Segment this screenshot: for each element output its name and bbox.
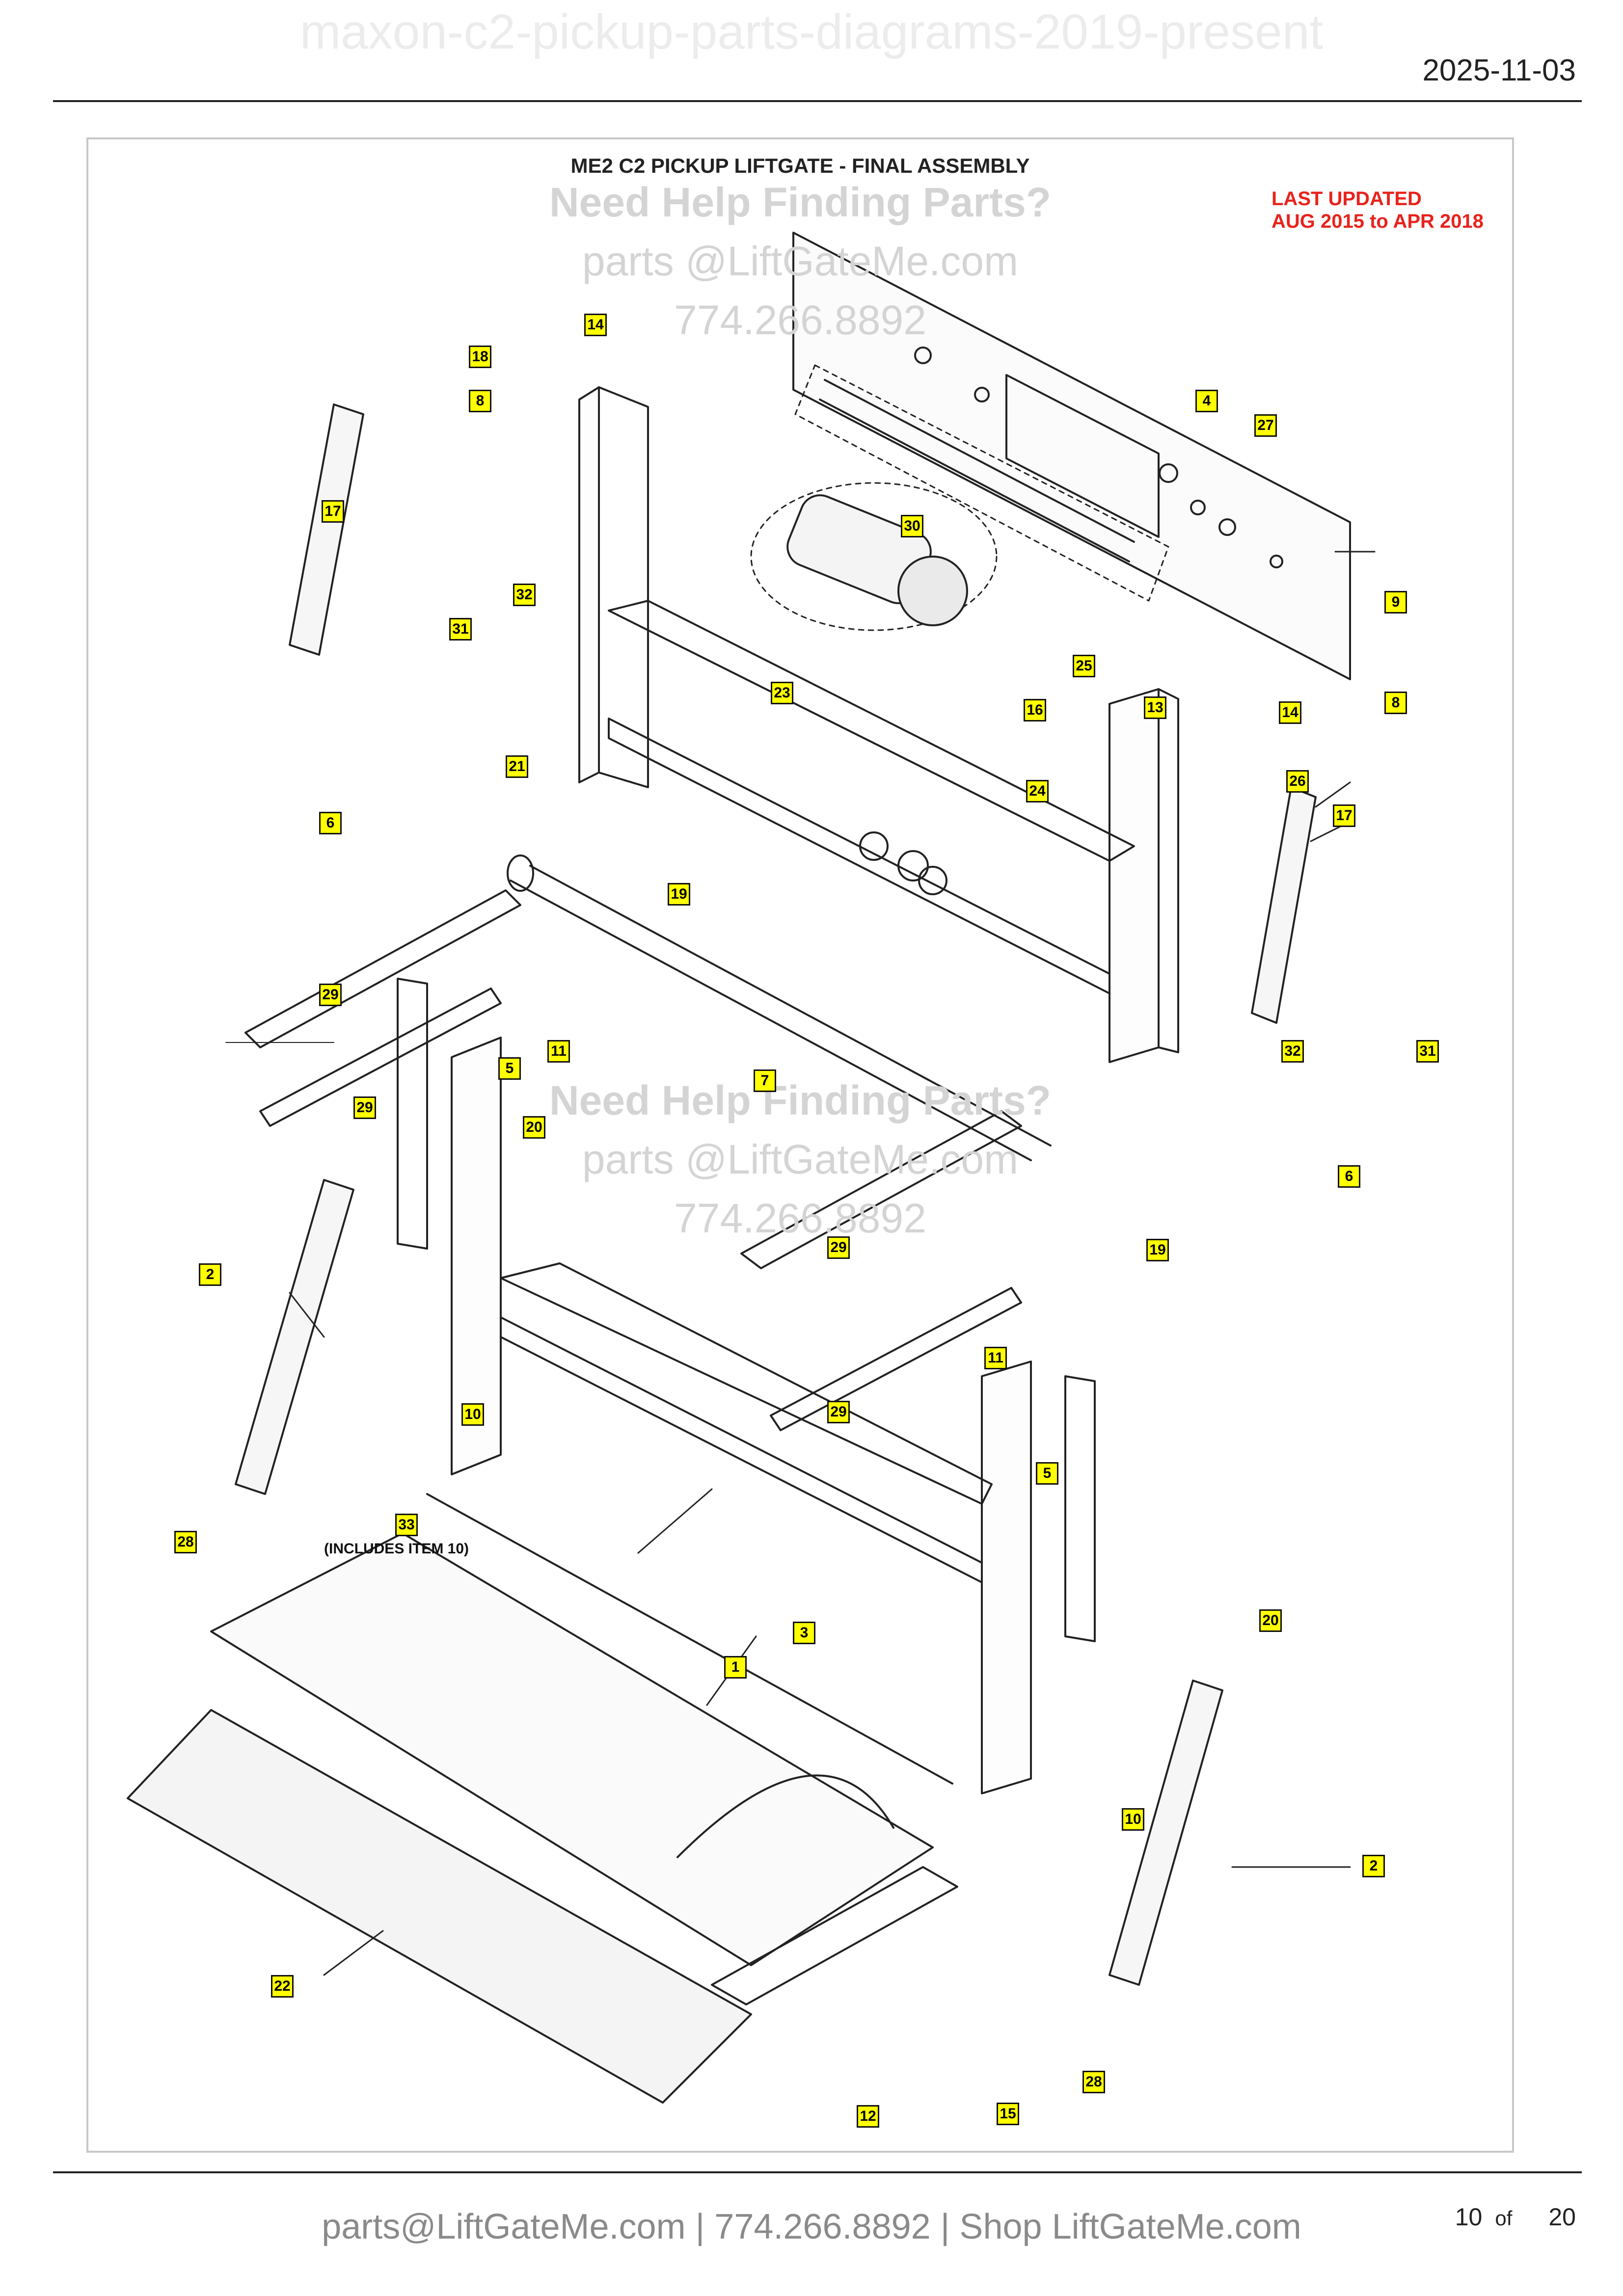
spring-parts	[235, 1179, 1223, 1986]
header-rule	[53, 100, 1582, 102]
pump-motor-part	[750, 482, 998, 631]
callout-29c: 29	[827, 1401, 850, 1423]
callout-29d: 29	[827, 1236, 850, 1259]
help-watermark-heading-2: Need Help Finding Parts?	[549, 1077, 1052, 1123]
callout-2: 2	[199, 1263, 221, 1286]
last-updated-label: LAST UPDATED	[1271, 188, 1422, 210]
callout-29b: 29	[353, 1096, 376, 1119]
diagram-panel: ME2 C2 PICKUP LIFTGATE - FINAL ASSEMBLY …	[86, 137, 1514, 2153]
page-total: 20	[1548, 2203, 1576, 2231]
left-arm-parts	[225, 889, 521, 1127]
cylinder-parts	[289, 403, 1317, 1024]
callout-8b: 8	[1384, 692, 1407, 714]
callout-15: 15	[997, 2103, 1019, 2125]
callout-14b: 14	[1279, 701, 1301, 724]
callout-5: 5	[498, 1057, 521, 1080]
callout-7: 7	[754, 1069, 776, 1092]
callout-28b: 28	[1082, 2071, 1105, 2093]
document-date: 2025-11-03	[1422, 53, 1576, 87]
platform-part	[127, 1532, 958, 2104]
document-watermark-title: maxon-c2-pickup-parts-diagrams-2019-pres…	[299, 4, 1324, 59]
callout-12: 12	[857, 2105, 879, 2128]
callout-8: 8	[469, 390, 491, 412]
footer-contact: parts@LiftGateMe.com | 774.266.8892 | Sh…	[322, 2207, 1301, 2246]
callout-6: 6	[319, 812, 342, 834]
help-watermark-phone-2: 774.266.8892	[674, 1195, 926, 1241]
help-watermark-phone: 774.266.8892	[674, 297, 926, 343]
callout-5b: 5	[1036, 1462, 1058, 1485]
callout-33: 33	[395, 1514, 418, 1536]
page-counter: 10 of 20	[1455, 2203, 1576, 2231]
callout-30: 30	[901, 515, 923, 537]
callout-26: 26	[1286, 770, 1309, 793]
torque-tube-part	[507, 854, 1052, 1161]
callout-20b: 20	[1259, 1609, 1282, 1632]
last-updated-note: LAST UPDATED AUG 2015 to APR 2018	[1271, 187, 1484, 233]
callout-24: 24	[1026, 780, 1049, 802]
help-watermark-email: parts @LiftGateMe.com	[582, 238, 1019, 284]
page-current: 10	[1455, 2203, 1483, 2231]
callout-19b: 19	[1146, 1239, 1169, 1261]
exploded-assembly-drawing	[127, 232, 1376, 2104]
callout-21: 21	[506, 755, 528, 778]
mount-frame-part	[578, 386, 1179, 1063]
page-of-label: of	[1495, 2207, 1513, 2230]
right-arm-parts	[740, 1110, 1022, 1431]
callout-23: 23	[771, 682, 793, 704]
callout-27: 27	[1254, 414, 1277, 437]
lower-crossbar-part	[426, 1262, 993, 1785]
callout-14: 14	[584, 314, 607, 336]
callout-10: 10	[461, 1403, 484, 1426]
callout-13: 13	[1144, 696, 1166, 719]
includes-item-note: (INCLUDES ITEM 10)	[324, 1541, 469, 1557]
rods-part	[794, 364, 1169, 602]
callout-32: 32	[513, 584, 536, 606]
callout-3: 3	[793, 1622, 815, 1644]
callout-19: 19	[668, 883, 690, 906]
lower-upright-parts	[397, 978, 1096, 1794]
callout-10b: 10	[1122, 1808, 1144, 1831]
callout-1: 1	[724, 1656, 747, 1679]
callout-11: 11	[547, 1040, 570, 1063]
callout-18: 18	[469, 346, 491, 368]
callout-4: 4	[1195, 390, 1218, 412]
callout-29: 29	[319, 984, 342, 1006]
help-watermark-email-2: parts @LiftGateMe.com	[582, 1136, 1019, 1182]
diagram-title: ME2 C2 PICKUP LIFTGATE - FINAL ASSEMBLY	[570, 154, 1030, 177]
callout-20: 20	[523, 1116, 545, 1139]
callout-28: 28	[174, 1531, 197, 1553]
callout-16: 16	[1024, 699, 1046, 721]
footer-rule	[53, 2171, 1582, 2173]
last-updated-range: AUG 2015 to APR 2018	[1271, 211, 1484, 232]
callout-31: 31	[449, 618, 472, 641]
callout-17b: 17	[1333, 804, 1355, 827]
callout-32b: 32	[1281, 1040, 1304, 1063]
help-watermark-heading: Need Help Finding Parts?	[549, 179, 1052, 225]
callout-6b: 6	[1338, 1165, 1360, 1188]
callout-9: 9	[1384, 591, 1407, 614]
callout-11b: 11	[984, 1347, 1007, 1369]
callout-2b: 2	[1362, 1855, 1385, 1877]
back-panel-part	[792, 232, 1351, 680]
callout-17: 17	[322, 500, 344, 523]
callout-25: 25	[1073, 655, 1095, 677]
callout-22: 22	[271, 1975, 294, 1998]
callout-31b: 31	[1416, 1040, 1439, 1063]
